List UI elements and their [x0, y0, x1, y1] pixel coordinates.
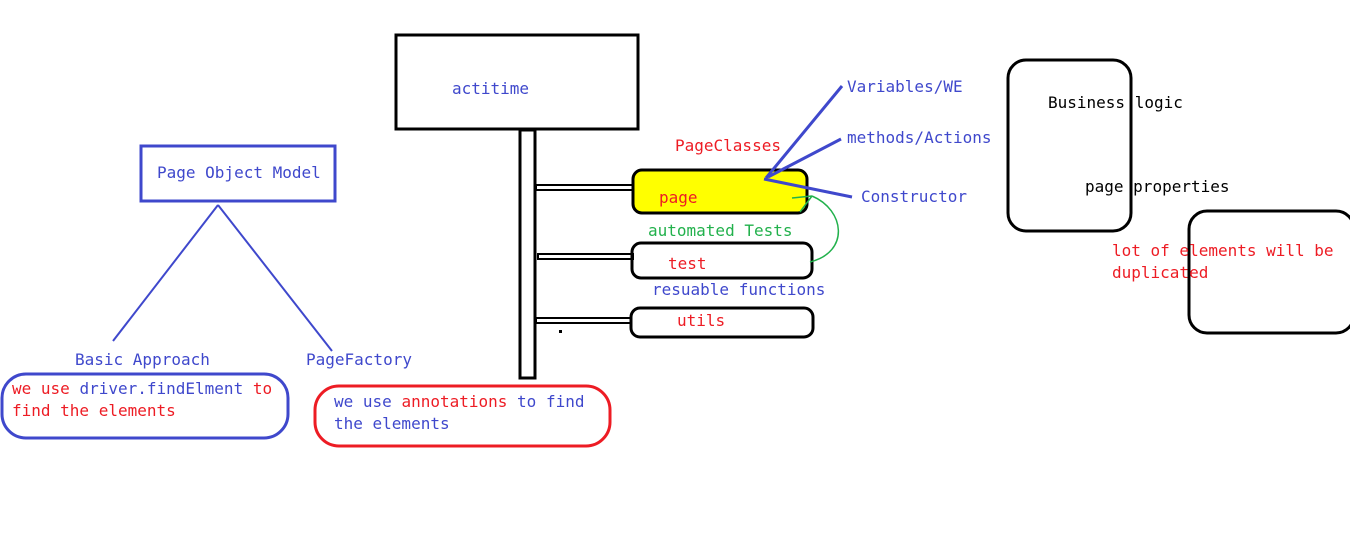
- pom-box: [139, 144, 337, 203]
- line-to-constructor: [763, 177, 853, 199]
- basic-note-box: [0, 372, 290, 440]
- basic-note-text: we use driver.findElment to: [12, 378, 272, 400]
- factory-note-line2: the elements: [334, 414, 450, 433]
- utils-box: [629, 306, 815, 339]
- factory-note-box: [313, 384, 612, 448]
- tree-branch-test: [537, 253, 634, 260]
- constructor-label: Constructor: [861, 187, 967, 206]
- test-label: test: [668, 254, 707, 273]
- test-to-page-arrow: [791, 195, 839, 263]
- page-box: [631, 168, 809, 215]
- variables-label: Variables/WE: [847, 77, 963, 96]
- page-properties-word1: page: [1085, 177, 1124, 196]
- duplicated-line2: duplicated: [1112, 263, 1209, 282]
- factory-note-prefix: we use: [334, 392, 402, 411]
- page-properties-word2: properties: [1133, 177, 1230, 196]
- automated-tests-label: automated Tests: [648, 221, 793, 240]
- business-logic-word2: logic: [1134, 93, 1183, 112]
- pom-branch-right: [217, 204, 333, 352]
- reusable-functions-label: resuable functions: [652, 280, 826, 299]
- page-label: page: [659, 188, 698, 207]
- pagefactory-label: PageFactory: [306, 350, 412, 369]
- page-properties-label: page properties: [1085, 176, 1230, 198]
- tree-branch-page: [535, 184, 634, 191]
- business-logic-word1: Business: [1048, 93, 1126, 112]
- pom-title: Page Object Model: [157, 163, 321, 182]
- pageclasses-label: PageClasses: [675, 136, 781, 155]
- utils-label: utils: [677, 311, 726, 330]
- line-to-variables: [764, 85, 844, 179]
- pom-branch-left: [112, 204, 219, 342]
- tree-trunk: [518, 128, 537, 380]
- duplicated-box: [1187, 209, 1350, 335]
- business-logic-label: Business logic: [1048, 92, 1183, 114]
- business-logic-box: [1006, 58, 1133, 233]
- factory-note-suffix: to find: [507, 392, 585, 411]
- factory-note-keyword: annotations: [401, 392, 508, 411]
- basic-note-middle: to: [243, 379, 273, 398]
- basic-approach-label: Basic Approach: [75, 350, 210, 369]
- basic-note-code: driver.findElment: [79, 379, 244, 398]
- actitime-box: [394, 33, 640, 131]
- tree-branch-utils: [535, 317, 632, 324]
- duplicated-line1: lot of elements will be: [1112, 241, 1334, 260]
- factory-note-text: we use annotations to find: [334, 391, 584, 413]
- basic-note-line2: find the elements: [12, 401, 176, 420]
- line-to-methods: [767, 137, 842, 179]
- test-box: [630, 241, 814, 280]
- stray-dot: [559, 330, 562, 333]
- actitime-label: actitime: [452, 79, 530, 98]
- basic-note-prefix: we use: [12, 379, 80, 398]
- methods-label: methods/Actions: [847, 128, 992, 147]
